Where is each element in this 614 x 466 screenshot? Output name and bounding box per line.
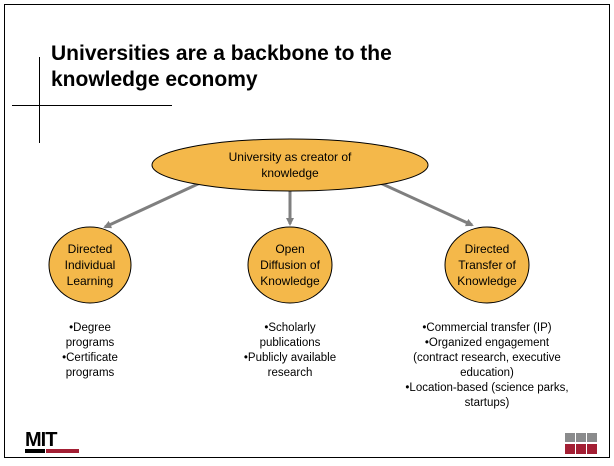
center-node-line-1: University as creator of [228, 150, 352, 164]
directed-learning-line-1: Directed [67, 242, 113, 256]
open-diffusion-bullets: •Scholarly publications •Publicly availa… [220, 321, 360, 381]
mit-pep-logo-icon [565, 433, 597, 454]
list-item: •Degree [69, 322, 111, 334]
list-item: •Location-based (science parks, [405, 382, 569, 394]
directed-learning-bullets: •Degree programs •Certificate programs [30, 321, 150, 381]
directed-transfer-line-1: Directed [464, 242, 510, 256]
list-item: (contract research, executive [413, 352, 561, 364]
directed-transfer-label: Directed Transfer of Knowledge [437, 241, 537, 289]
list-item: publications [259, 337, 321, 349]
mit-logo-icon: MIT [25, 429, 79, 453]
directed-learning-label: Directed Individual Learning [40, 241, 140, 289]
list-item: •Scholarly [264, 322, 316, 334]
open-diffusion-line-3: Knowledge [260, 274, 320, 288]
list-item: research [267, 367, 313, 379]
directed-transfer-ellipse [444, 226, 530, 304]
open-diffusion-line-1: Open [275, 242, 305, 256]
mit-logo-text: MIT [25, 429, 57, 451]
center-node-line-2: knowledge [261, 166, 319, 180]
list-item: education) [460, 367, 514, 379]
slide-title-line-2: knowledge economy [51, 68, 258, 91]
diagram-canvas [48, 138, 530, 304]
open-diffusion-line-2: Diffusion of [260, 258, 320, 272]
directed-transfer-bullets: •Commercial transfer (IP) •Organized eng… [392, 321, 582, 411]
arrow-to-directed-transfer [366, 175, 474, 227]
list-item: •Certificate [62, 352, 118, 364]
slide-title-line-1: Universities are a backbone to the [51, 42, 392, 65]
list-item: •Commercial transfer (IP) [422, 322, 552, 334]
center-node-text: University as creator of knowledge [190, 149, 390, 181]
slide-title: Universities are a backbone to the knowl… [51, 41, 471, 93]
open-diffusion-label: Open Diffusion of Knowledge [240, 241, 340, 289]
list-item: •Organized engagement [424, 337, 550, 349]
directed-learning-line-2: Individual [64, 258, 116, 272]
title-underline-rule [12, 105, 172, 106]
directed-learning-ellipse [48, 226, 132, 304]
arrow-to-directed-learning [103, 175, 214, 229]
directed-transfer-line-2: Transfer of [458, 258, 516, 272]
center-ellipse [151, 138, 429, 192]
list-item: programs [65, 367, 115, 379]
list-item: •Publicly available [243, 352, 337, 364]
directed-learning-line-3: Learning [66, 274, 114, 288]
open-diffusion-ellipse [247, 226, 333, 304]
slide: Universities are a backbone to the knowl… [4, 4, 610, 458]
directed-transfer-line-3: Knowledge [457, 274, 517, 288]
title-vertical-rule [39, 57, 40, 143]
list-item: startups) [464, 397, 510, 409]
list-item: programs [65, 337, 115, 349]
